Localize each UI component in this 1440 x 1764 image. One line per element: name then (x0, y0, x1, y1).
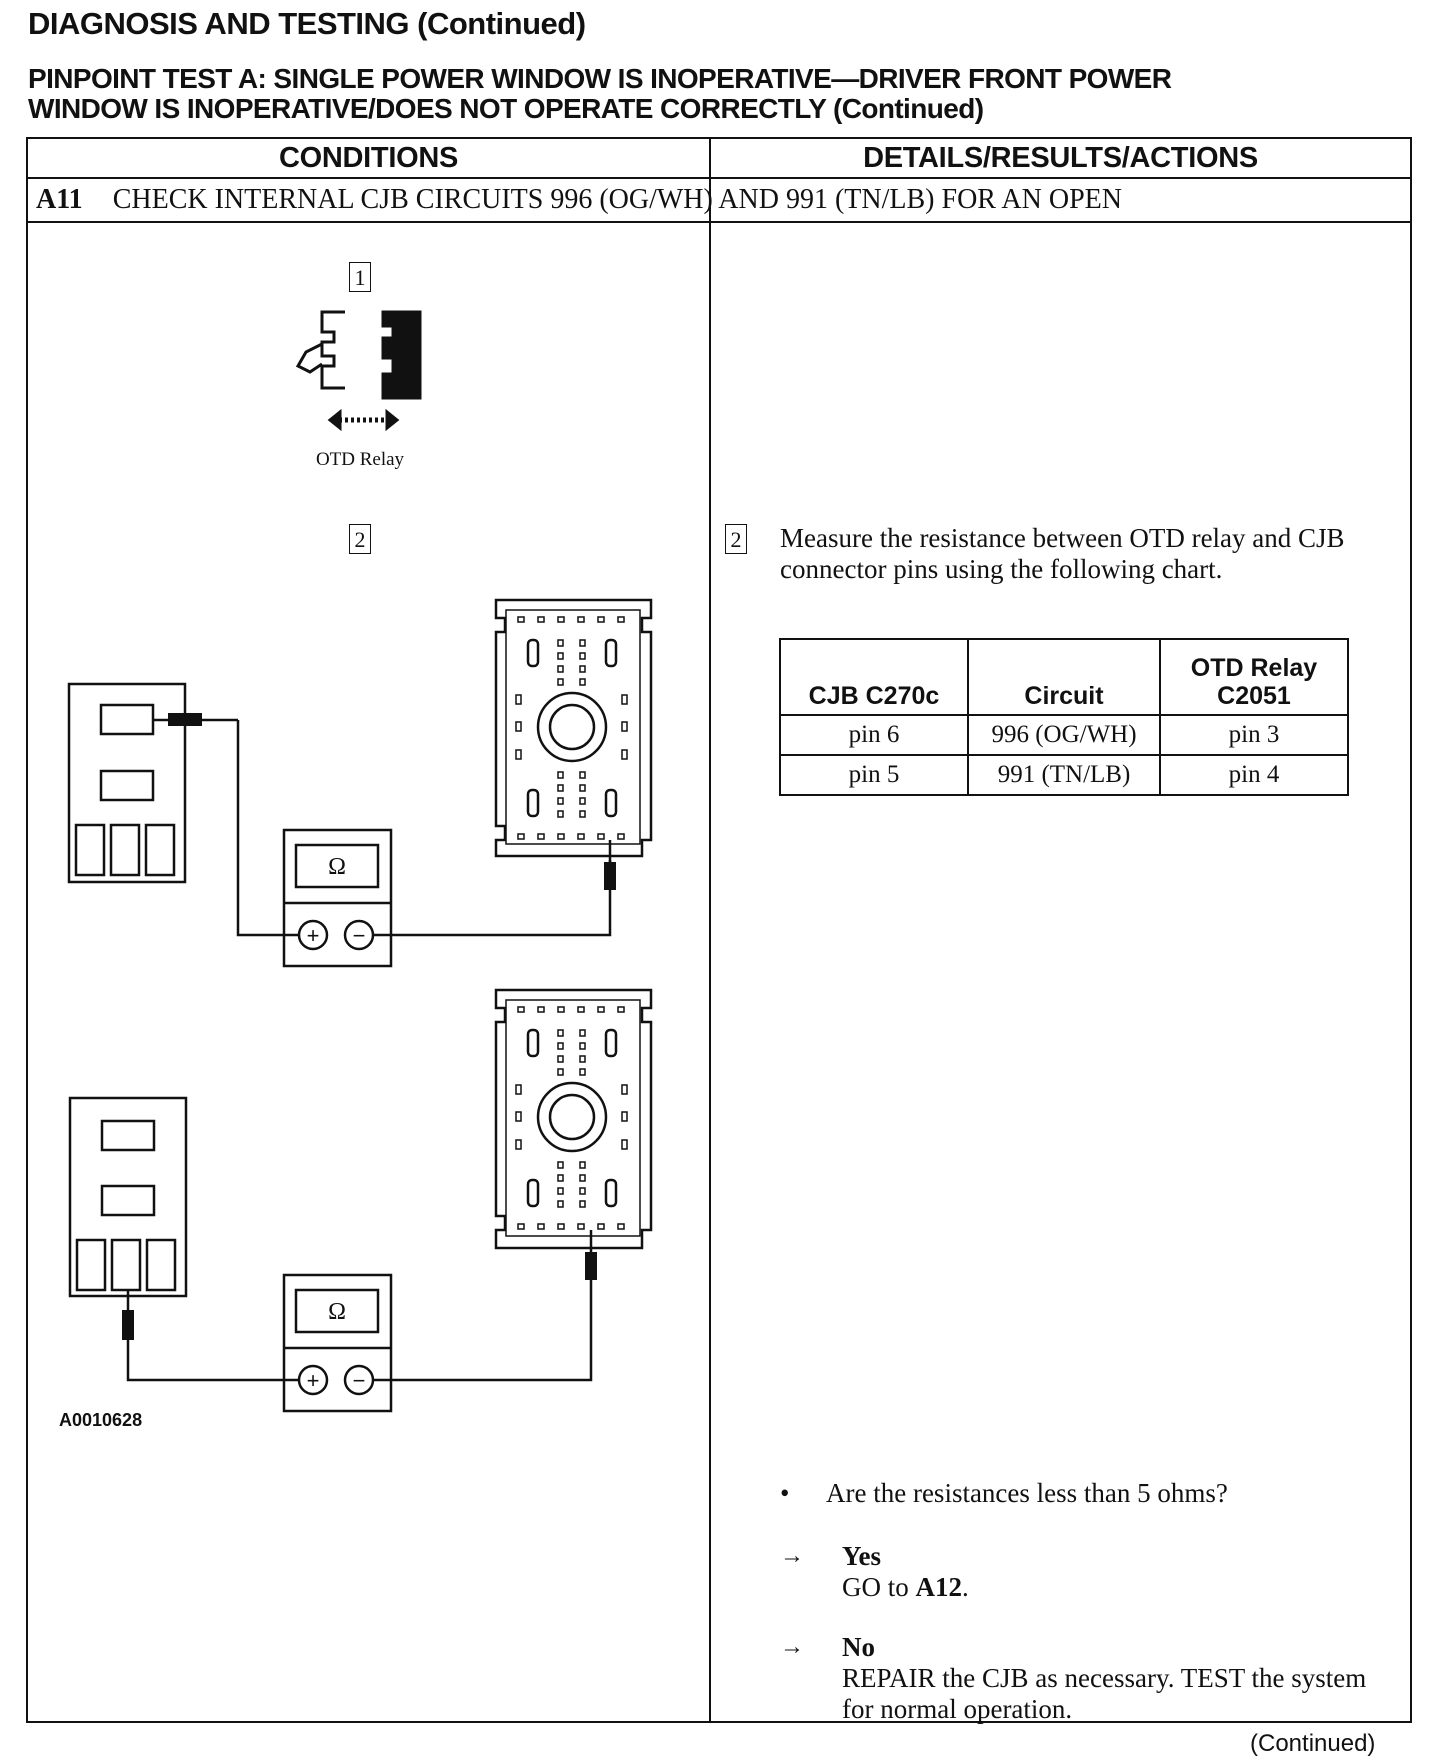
otd-relay-module-upper (67, 682, 187, 884)
ohmmeter-upper (282, 828, 393, 968)
continued-footer: (Continued) (1250, 1730, 1376, 1757)
header-otd-relay-connector: OTD Relay C2051 (1159, 638, 1349, 716)
test-probe-upper-right (604, 840, 616, 890)
resistance-chart-header: CJB C270c Circuit OTD Relay C2051 (779, 638, 1349, 716)
cjb-pin-cell: pin 6 (779, 714, 969, 756)
test-title-line-1: PINPOINT TEST A: SINGLE POWER WINDOW IS … (28, 63, 1172, 94)
meter-minus-lower: − (353, 1368, 366, 1393)
step-row-divider (26, 221, 1412, 223)
table-row: pin 5 991 (TN/LB) pin 4 (779, 754, 1349, 796)
test-title-line-2: WINDOW IS INOPERATIVE/DOES NOT OPERATE C… (28, 93, 984, 124)
otd-pin-cell: pin 4 (1159, 754, 1349, 796)
column-divider (709, 137, 711, 1723)
meter-plus-upper: + (307, 923, 320, 948)
figure-id: A0010628 (59, 1410, 143, 1430)
relay-disconnect-icon (295, 310, 422, 432)
meter-minus-upper: − (353, 923, 366, 948)
test-probe-lower-right (585, 1230, 597, 1280)
figure-step-1-number: 1 (349, 262, 371, 292)
test-table-frame (26, 137, 1412, 1723)
pinpoint-test-title: PINPOINT TEST A: SINGLE POWER WINDOW IS … (28, 63, 1172, 124)
cjb-connector-upper-pins (515, 616, 628, 840)
header-divider (26, 177, 1412, 179)
page-title: DIAGNOSIS AND TESTING (Continued) (28, 6, 586, 41)
conditions-column-header: CONDITIONS (278, 142, 459, 174)
ohm-symbol-lower: Ω (328, 1299, 346, 1325)
otd-relay-caption: OTD Relay (315, 449, 405, 470)
header-circuit: Circuit (967, 638, 1161, 716)
header-cjb-connector: CJB C270c (779, 638, 969, 716)
answer-yes-action: GO to A12. (842, 1572, 969, 1602)
ohm-symbol-upper: Ω (328, 854, 346, 880)
answer-no-action: REPAIR the CJB as necessary. TEST the sy… (842, 1663, 1367, 1724)
result-question: • Are the resistances less than 5 ohms? (780, 1478, 1228, 1509)
test-probe-upper-left (153, 713, 238, 726)
step-id: A11 (36, 184, 83, 215)
test-leads-lower (126, 1280, 593, 1382)
goto-step-a12: A12 (915, 1572, 963, 1602)
answer-yes: → Yes GO to A12. (780, 1541, 1402, 1603)
table-row: pin 6 996 (OG/WH) pin 3 (779, 714, 1349, 756)
arrow-right-icon: → (780, 1634, 804, 1660)
arrow-right-icon: → (780, 1543, 804, 1569)
details-step-2-number: 2 (725, 524, 747, 554)
cjb-connector-lower (494, 988, 653, 1250)
answer-no-label: No (842, 1632, 875, 1662)
step-title: CHECK INTERNAL CJB CIRCUITS 996 (OG/WH) … (112, 184, 1122, 215)
details-column-header: DETAILS/RESULTS/ACTIONS (863, 142, 1258, 174)
resistance-chart: CJB C270c Circuit OTD Relay C2051 pin 6 … (779, 638, 1349, 796)
meter-plus-lower: + (307, 1368, 320, 1393)
answer-no: → No REPAIR the CJB as necessary. TEST t… (780, 1632, 1402, 1725)
step-row: A11 CHECK INTERNAL CJB CIRCUITS 996 (OG/W… (36, 182, 1122, 218)
test-probe-lower-left (122, 1290, 134, 1340)
otd-relay-module-lower (68, 1096, 188, 1298)
question-text: Are the resistances less than 5 ohms? (826, 1478, 1228, 1508)
cjb-connector-upper (494, 598, 653, 858)
figure-step-2-number: 2 (349, 524, 371, 554)
measurement-instruction: Measure the resistance between OTD relay… (780, 523, 1345, 584)
otd-pin-cell: pin 3 (1159, 714, 1349, 756)
answer-yes-label: Yes (842, 1541, 881, 1571)
circuit-cell: 996 (OG/WH) (967, 714, 1161, 756)
cjb-connector-lower-pins (515, 1006, 628, 1230)
bullet-icon: • (780, 1478, 790, 1508)
cjb-pin-cell: pin 5 (779, 754, 969, 796)
ohmmeter-lower (282, 1273, 393, 1413)
circuit-cell: 991 (TN/LB) (967, 754, 1161, 796)
